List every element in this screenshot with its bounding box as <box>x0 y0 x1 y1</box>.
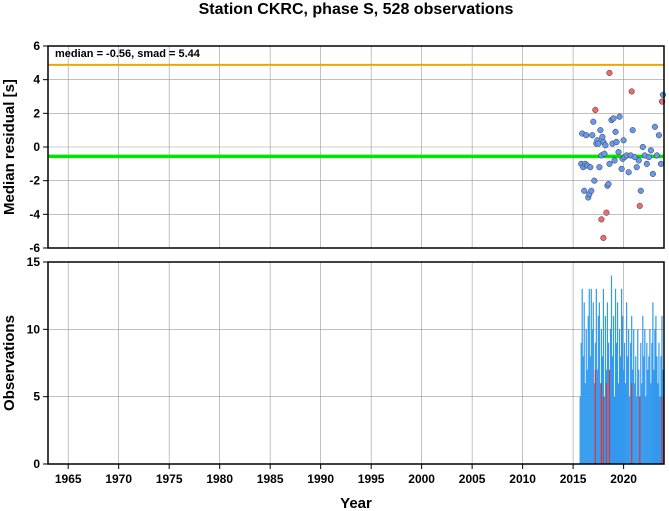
x-tick-label: 1965 <box>55 472 82 486</box>
bottom-y-tick-label: 5 <box>33 390 40 404</box>
residual-point <box>583 132 590 139</box>
outlier-point <box>636 202 643 209</box>
x-tick-label: 1980 <box>206 472 233 486</box>
top-y-tick-label: -6 <box>29 241 40 255</box>
residual-point <box>645 154 652 161</box>
outlier-point <box>606 69 613 76</box>
top-y-tick-label: -4 <box>29 207 40 221</box>
top-y-tick-label: 4 <box>33 73 40 87</box>
top-y-tick-label: -2 <box>29 174 40 188</box>
bottom-plot-frame <box>47 261 665 465</box>
residual-point <box>637 187 644 194</box>
residual-point <box>613 138 620 145</box>
residual-point <box>601 150 608 157</box>
bottom-y-tick-label: 0 <box>33 457 40 471</box>
residual-point <box>620 137 627 144</box>
x-tick-label: 1995 <box>358 472 385 486</box>
outlier-point <box>603 209 610 216</box>
residual-point <box>595 140 602 147</box>
x-tick-label: 2010 <box>509 472 536 486</box>
chart-title: Station CKRC, phase S, 528 observations <box>199 1 514 18</box>
residual-point <box>589 132 596 139</box>
top-y-tick-label: 6 <box>33 39 40 53</box>
top-y-tick-label: 0 <box>33 140 40 154</box>
x-tick-label: 1970 <box>105 472 132 486</box>
residual-point <box>655 132 663 139</box>
x-tick-label: 1990 <box>307 472 334 486</box>
top-points <box>578 69 667 241</box>
outlier-point <box>598 216 605 223</box>
residual-point <box>610 115 617 122</box>
residual-point <box>659 91 667 98</box>
residual-point <box>599 133 606 140</box>
x-tick-label: 1975 <box>156 472 183 486</box>
residual-point <box>643 160 650 167</box>
residual-point <box>649 170 656 177</box>
residual-point <box>647 147 654 154</box>
residual-point <box>605 180 612 188</box>
x-tick-label: 1985 <box>257 472 284 486</box>
residual-point <box>597 127 604 134</box>
residual-point <box>631 154 638 161</box>
residual-point <box>629 127 636 134</box>
residual-point <box>606 160 613 167</box>
residual-point <box>615 149 622 156</box>
bottom-grid <box>48 261 664 465</box>
top-y-tick-label: 2 <box>33 106 40 120</box>
residual-point <box>590 118 597 125</box>
residual-point <box>612 128 619 135</box>
x-tick-label: 2000 <box>408 472 435 486</box>
outlier-point <box>628 88 635 95</box>
residual-point <box>625 169 632 176</box>
top-grid <box>48 45 664 249</box>
residual-point <box>635 157 642 164</box>
residual-point <box>602 142 609 149</box>
residual-point <box>657 160 665 167</box>
residual-point <box>653 152 660 159</box>
x-axis-label: Year <box>340 495 372 511</box>
outlier-point <box>592 106 599 114</box>
bottom-y-axis-label: Observations <box>1 315 18 411</box>
residual-point <box>581 187 588 194</box>
top-y-ticks: -6 -4 -2 0 2 4 6 <box>29 39 48 255</box>
residual-point <box>633 164 640 171</box>
top-y-axis-label: Median residual [s] <box>1 79 18 215</box>
residual-point <box>591 177 598 184</box>
bottom-bars <box>579 275 664 464</box>
top-reference-lines <box>48 63 664 159</box>
bottom-y-tick-label: 15 <box>27 255 41 269</box>
residual-point <box>618 165 625 172</box>
residual-point <box>587 164 594 171</box>
stats-annotation: median = -0.56, smad = 5.44 <box>55 48 201 60</box>
residual-point <box>616 113 623 120</box>
x-tick-label: 2005 <box>459 472 486 486</box>
x-tick-label: 2020 <box>610 472 637 486</box>
residual-point <box>588 187 595 194</box>
residual-point <box>596 164 603 171</box>
outlier-point <box>600 234 607 241</box>
residual-point <box>639 143 646 151</box>
x-tick-label: 2015 <box>560 472 587 486</box>
bottom-x-ticks: 1965 1970 1975 1980 1985 1990 1995 2000 2005 2010… <box>55 464 637 486</box>
residual-point <box>651 123 658 130</box>
residual-point <box>611 157 618 164</box>
bottom-y-tick-label: 10 <box>27 322 41 336</box>
bottom-y-ticks: 0 5 10 15 <box>27 255 48 471</box>
